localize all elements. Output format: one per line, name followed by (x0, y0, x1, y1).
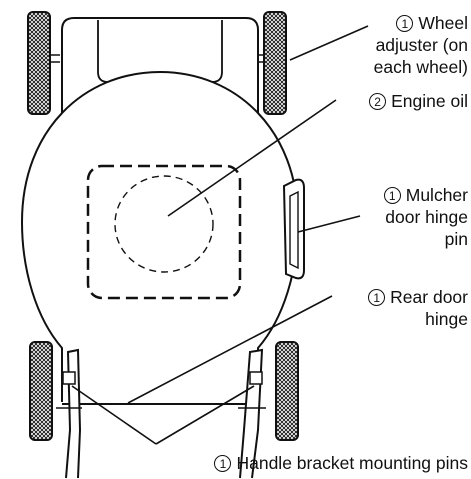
callout-text: Mulcher (405, 185, 468, 205)
callout-text: each wheel) (373, 57, 468, 77)
leader-mulcher-door-hinge-pin (297, 215, 361, 233)
callout-text: Handle bracket mounting pins (236, 453, 468, 473)
handle-right (238, 348, 266, 479)
callout-text: Engine oil (391, 91, 468, 111)
leader-engine-oil (167, 99, 337, 217)
callout-text: hinge (425, 309, 468, 329)
leader-handle-pins-left (71, 385, 157, 445)
handle-left (56, 348, 82, 479)
callout-text: pin (444, 229, 468, 249)
callout-text: Rear door (390, 287, 468, 307)
callout-number-badge: 1 (214, 455, 232, 472)
leader-lines (71, 25, 369, 445)
rear-left-wheel (29, 341, 53, 441)
leader-rear-door-hinge-1 (127, 295, 333, 404)
callout-text: adjuster (on (375, 35, 468, 55)
callout-text: door hinge (385, 207, 468, 227)
callout-number-badge: 2 (369, 93, 387, 110)
engine-outline (86, 164, 242, 300)
mulcher-door (282, 178, 305, 280)
callout-number-badge: 1 (383, 187, 401, 204)
callout-number-badge: 1 (396, 15, 414, 32)
callout-number-badge: 1 (368, 289, 386, 306)
rear-right-wheel (275, 341, 299, 441)
leader-handle-pins-right (155, 385, 255, 445)
front-right-wheel (254, 11, 287, 115)
leader-wheel-adjuster (289, 25, 369, 61)
callout-text: Wheel (418, 13, 468, 33)
engine-oil-fill-area (114, 175, 214, 273)
front-left-wheel (27, 11, 60, 115)
